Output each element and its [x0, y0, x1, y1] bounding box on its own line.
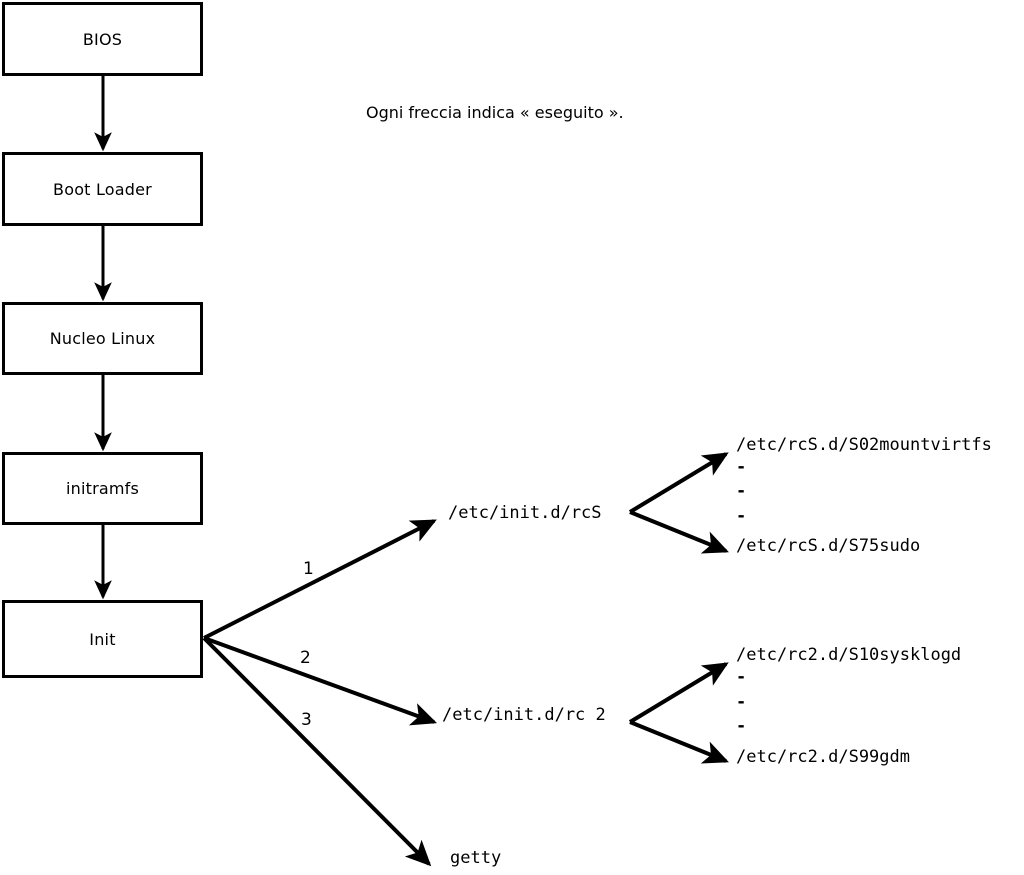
label-getty[interactable]: getty [450, 848, 502, 868]
arrow-init-branch-1 [203, 519, 437, 640]
node-init-label: Init [89, 629, 116, 649]
edge-number-1: 1 [303, 559, 314, 579]
node-initramfs-label: initramfs [65, 479, 140, 498]
arrow-rcs-to-last-script [629, 510, 729, 554]
edge-number-2: 2 [300, 648, 311, 668]
rc2-ellipsis-dash-2: - [736, 692, 747, 712]
arrow-rc2-to-first-script [628, 662, 729, 724]
label-rcs-first-script[interactable]: /etc/rcS.d/S02mountvirtfs [736, 435, 992, 455]
edge-number-3: 3 [301, 710, 312, 730]
label-etc-init-d-rcs[interactable]: /etc/init.d/rcS [448, 503, 602, 523]
node-bios[interactable]: BIOS [2, 2, 203, 76]
node-nucleo-linux[interactable]: Nucleo Linux [2, 302, 203, 375]
node-nucleo-linux-label: Nucleo Linux [49, 329, 156, 348]
arrow-init-branch-2 [203, 636, 438, 726]
arrow-rcs-to-first-script [628, 452, 729, 514]
label-rc2-first-script[interactable]: /etc/rc2.d/S10sysklogd [736, 645, 962, 665]
node-init[interactable]: Init [2, 600, 203, 678]
node-initramfs[interactable]: initramfs [2, 452, 203, 525]
rc2-ellipsis-dash-3: - [736, 716, 747, 736]
rcs-ellipsis-dash-2: - [736, 481, 747, 501]
arrow-init-branch-3 [202, 636, 432, 867]
rc2-ellipsis-dash-1: - [736, 667, 747, 687]
label-rcs-last-script[interactable]: /etc/rcS.d/S75sudo [736, 536, 921, 556]
label-rc2-last-script[interactable]: /etc/rc2.d/S99gdm [736, 747, 910, 767]
label-etc-init-d-rc-2[interactable]: /etc/init.d/rc 2 [442, 705, 606, 725]
diagram-caption: Ogni freccia indica « eseguito ». [366, 103, 624, 122]
node-bios-label: BIOS [82, 29, 123, 49]
rcs-ellipsis-dash-3: - [736, 506, 747, 526]
node-boot-loader-label: Boot Loader [53, 179, 152, 199]
node-boot-loader[interactable]: Boot Loader [2, 152, 203, 226]
rcs-ellipsis-dash-1: - [736, 457, 747, 477]
arrow-rc2-to-last-script [629, 720, 729, 764]
